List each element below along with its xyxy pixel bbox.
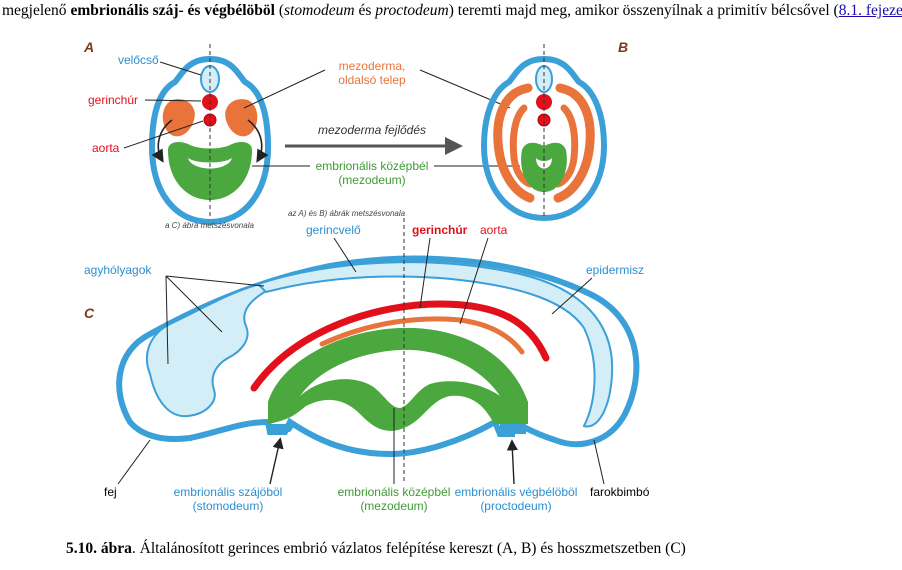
intro-italic-stomodeum: stomodeum xyxy=(283,2,355,19)
mesoderm-right-inner-b xyxy=(554,104,579,188)
intro-text-3: és xyxy=(354,2,376,19)
longitudinal-section-c: C az A) és B) ábrák metszésvonala xyxy=(84,209,640,484)
label-mesoderm-2: oldalsó telep xyxy=(338,73,406,87)
label-tail-bud: farokbimbó xyxy=(590,485,650,499)
label-development: mezoderma fejlődés xyxy=(318,123,426,137)
mesoderm-right-b xyxy=(553,83,595,203)
intro-paragraph: megjelenő embrionális száj- és végbélöbö… xyxy=(2,2,902,20)
intro-text-1: megjelenő xyxy=(2,2,71,19)
leader-notochord xyxy=(144,99,202,102)
leader-epidermis xyxy=(551,277,593,315)
label-midgut-1: embrionális középbél xyxy=(316,159,429,173)
epidermis-a xyxy=(148,55,272,226)
epidermis-b xyxy=(480,55,608,222)
intro-bold-term: embrionális száj- és végbélöböl xyxy=(70,2,275,19)
leader-brain-3 xyxy=(165,275,169,365)
leader-brain-2 xyxy=(165,275,223,333)
label-midgut-2: (mezodeum) xyxy=(338,173,405,187)
label-aorta-c: aorta xyxy=(480,223,508,237)
notochord-c xyxy=(250,300,550,392)
mesoderm-right-a xyxy=(225,99,258,137)
caption-label: 5.10. ábra xyxy=(66,540,132,557)
caption-text: . Általánosított gerinces embrió vázlato… xyxy=(131,540,686,557)
label-notochord-c: gerinchúr xyxy=(412,223,468,237)
embryo-figure: A a C) ábra metszésvonala velőcső gerinc… xyxy=(83,39,650,513)
leader-spinal-cord xyxy=(333,237,357,273)
mesoderm-left-inner-b xyxy=(509,104,534,188)
label-stomodeum-2: (stomodeum) xyxy=(193,499,264,513)
arrow-proctodeum xyxy=(506,439,518,485)
leader-mesoderm-a xyxy=(243,69,326,109)
gut-lumen-c xyxy=(300,349,500,408)
mesoderm-c xyxy=(319,316,525,355)
cross-section-b: B xyxy=(480,39,628,222)
panel-letter-a: A xyxy=(83,39,94,55)
chapter-link[interactable]: 8.1. fejezet xyxy=(838,2,902,19)
label-proctodeum-2: (proctodeum) xyxy=(480,499,551,513)
cross-section-a: A a C) ábra metszésvonala xyxy=(83,39,272,230)
leader-notochord-c xyxy=(419,237,431,309)
mesoderm-left-a xyxy=(162,99,195,137)
migration-arrow-left-a xyxy=(151,119,173,163)
mesoderm-left-b xyxy=(493,83,535,203)
leader-neural-tube xyxy=(159,61,202,76)
panel-letter-b: B xyxy=(618,39,628,55)
leader-head xyxy=(117,439,151,485)
section-line-ab-label: az A) és B) ábrák metszésvonala xyxy=(288,209,406,218)
figure-caption: 5.10. ábra. Általánosított gerinces embr… xyxy=(66,540,686,558)
leader-tail-bud xyxy=(593,439,605,485)
label-head: fej xyxy=(104,485,117,499)
leader-brain-1 xyxy=(165,275,265,287)
label-midgut-c1: embrionális középbél xyxy=(338,485,451,499)
section-line-c-label: a C) ábra metszésvonala xyxy=(165,221,254,230)
stomodeum-c xyxy=(268,424,296,432)
label-brain-vesicles: agyhólyagok xyxy=(84,263,152,277)
label-epidermis: epidermisz xyxy=(586,263,644,277)
intro-text-2: ( xyxy=(274,2,284,19)
leader-aorta xyxy=(123,120,204,149)
label-neural-tube: velőcső xyxy=(118,53,159,67)
migration-arrow-right-a xyxy=(247,119,269,163)
intro-text-4: ) teremti majd meg, amikor összenyílnak … xyxy=(448,2,839,19)
proctodeum-c xyxy=(500,424,526,434)
intro-italic-proctodeum: proctodeum xyxy=(375,2,449,19)
label-stomodeum-1: embrionális szájöböl xyxy=(174,485,283,499)
arrow-stomodeum xyxy=(269,437,284,485)
label-midgut-c2: (mezodeum) xyxy=(360,499,427,513)
label-spinal-cord: gerincvelő xyxy=(306,223,361,237)
label-aorta: aorta xyxy=(92,141,120,155)
leader-aorta-c xyxy=(459,237,489,325)
label-mesoderm-1: mezoderma, xyxy=(339,59,406,73)
label-proctodeum-1: embrionális végbélöböl xyxy=(455,485,578,499)
panel-letter-c: C xyxy=(84,305,95,321)
brain-vesicles xyxy=(145,282,270,418)
spinal-cord xyxy=(256,261,614,428)
label-notochord: gerinchúr xyxy=(88,93,138,107)
